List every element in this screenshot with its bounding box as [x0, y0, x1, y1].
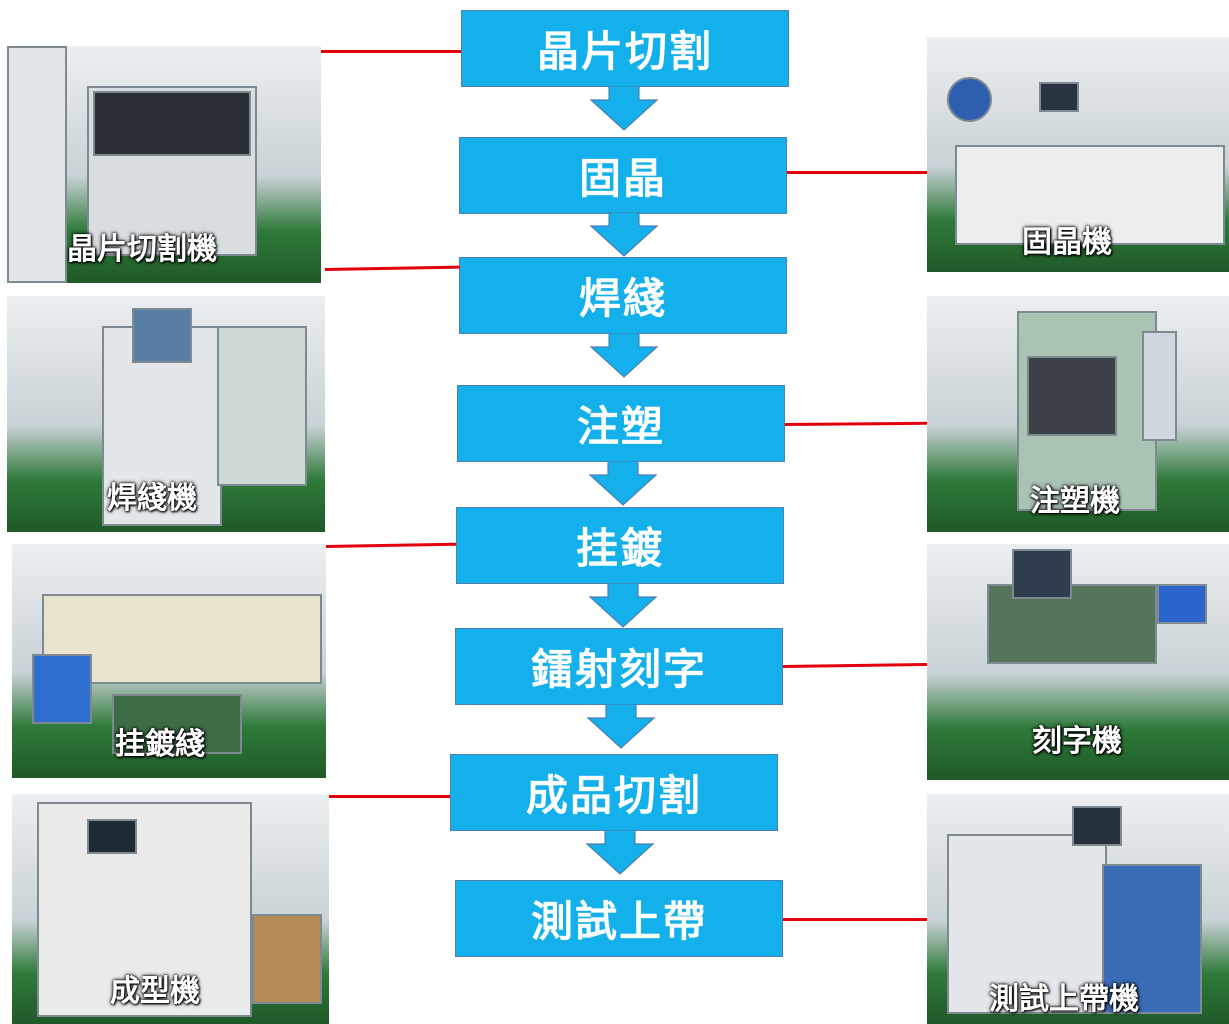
- photo-marking-machine: 刻字機: [927, 544, 1229, 780]
- photo-label: 刻字機: [1032, 724, 1122, 759]
- photo-wire-bonding-machine: 焊綫機: [7, 296, 325, 532]
- connector-molding: [784, 421, 928, 426]
- step-die-bonding: 固晶: [459, 137, 787, 214]
- step-test-taping: 測試上帶: [455, 880, 783, 957]
- flow-arrow-3: [589, 333, 659, 378]
- connector-singulation: [329, 795, 450, 798]
- photo-label: 固晶機: [1022, 225, 1112, 260]
- photo-forming-machine: 成型機: [12, 794, 329, 1024]
- photo-label: 晶片切割機: [67, 232, 217, 267]
- step-plating: 挂鍍: [456, 507, 784, 584]
- photo-molding-machine: 注塑機: [927, 296, 1229, 532]
- step-singulation: 成品切割: [450, 754, 778, 831]
- flow-arrow-2: [589, 212, 659, 257]
- flow-arrow-5: [588, 583, 658, 628]
- step-wire-bonding: 焊綫: [459, 257, 787, 334]
- step-molding: 注塑: [457, 385, 785, 462]
- photo-die-bonding-machine: 固晶機: [927, 37, 1229, 272]
- photo-plating-line: 挂鍍綫: [12, 544, 326, 778]
- photo-label: 注塑機: [1030, 484, 1120, 519]
- photo-label: 焊綫機: [107, 481, 197, 516]
- connector-die-bonding: [787, 171, 927, 174]
- connector-plating: [325, 542, 457, 548]
- step-wafer-dicing: 晶片切割: [461, 10, 789, 87]
- connector-test-taping: [783, 918, 927, 921]
- photo-label: 測試上帶機: [989, 982, 1139, 1017]
- flow-arrow-1: [589, 86, 659, 131]
- photo-test-taping-machine: 測試上帶機: [927, 794, 1229, 1024]
- connector-laser-marking: [782, 662, 928, 668]
- flow-arrow-7: [585, 830, 655, 875]
- flow-arrow-4: [588, 461, 658, 506]
- connector-wire-bonding: [324, 265, 461, 271]
- step-laser-marking: 鐳射刻字: [455, 628, 783, 705]
- connector-wafer-dicing: [321, 50, 461, 53]
- photo-label: 成型機: [110, 974, 200, 1009]
- flow-arrow-6: [586, 704, 656, 749]
- photo-label: 挂鍍綫: [115, 727, 205, 762]
- photo-wafer-dicing-machine: 晶片切割機: [7, 46, 321, 283]
